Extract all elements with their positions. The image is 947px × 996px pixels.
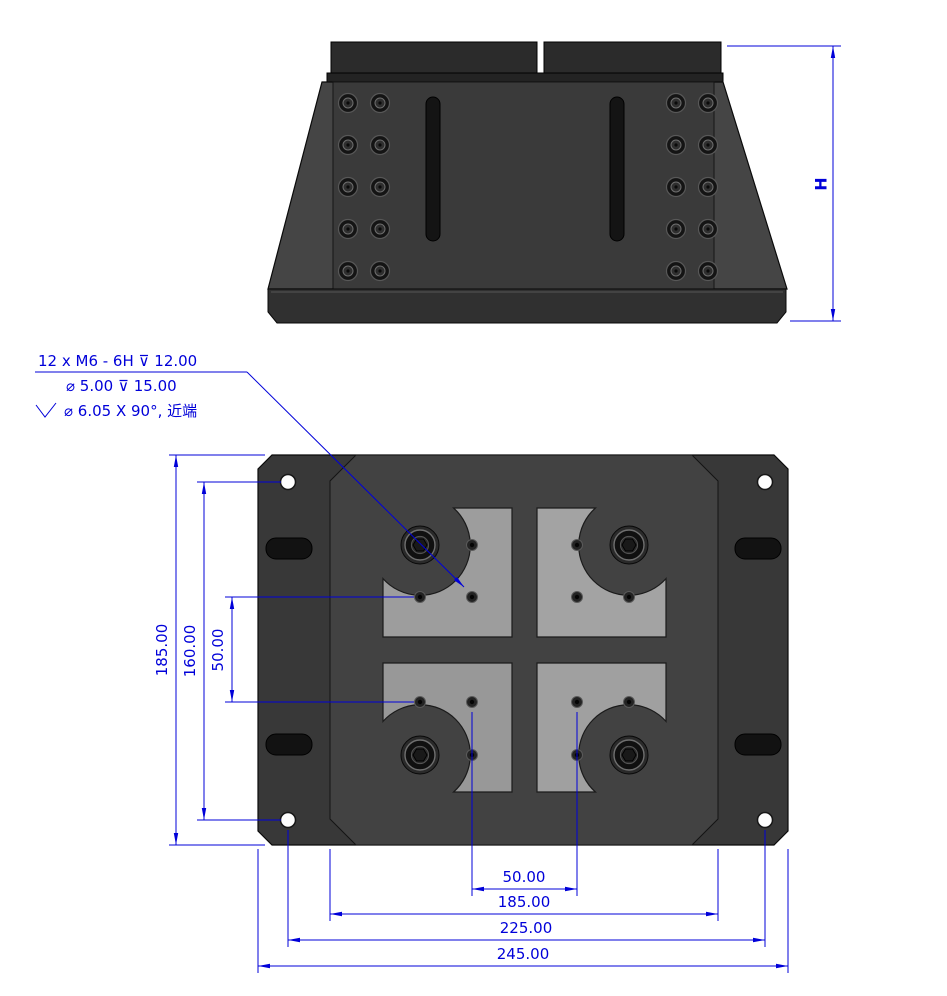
socket-screw — [697, 218, 719, 240]
socket-screw — [665, 134, 687, 156]
callout-line-2: ⌀ 5.00 ⊽ 15.00 — [66, 377, 177, 395]
socket-screw — [369, 218, 391, 240]
top-plate-left — [330, 41, 538, 74]
callout-line-3: ⌀ 6.05 X 90°, 近端 — [64, 402, 197, 420]
horizontal-dimension-185: 185.00 — [329, 849, 719, 921]
socket-screw — [665, 176, 687, 198]
socket-screw — [337, 176, 359, 198]
front-view — [267, 41, 788, 324]
threaded-hole — [466, 591, 478, 603]
threaded-hole — [466, 696, 478, 708]
socket-screw — [369, 92, 391, 114]
clamp-plate-bottom-right — [536, 662, 667, 793]
cap-screw — [609, 735, 649, 775]
dim-label-h-body-width: 185.00 — [498, 893, 551, 911]
side-slot — [734, 733, 782, 756]
cap-screw — [609, 525, 649, 565]
threaded-hole — [623, 696, 635, 708]
mounting-hole — [279, 811, 297, 829]
callout-line-1: 12 x M6 - 6H ⊽ 12.00 — [38, 352, 197, 370]
cap-screw — [400, 735, 440, 775]
horizontal-dimension-225: 225.00 — [287, 830, 766, 947]
horizontal-dimension-50: 50.00 — [471, 712, 578, 896]
base-plate — [267, 288, 787, 324]
clamp-plate-bottom-left — [382, 662, 513, 793]
socket-screw — [337, 218, 359, 240]
dim-label-v-overall: 185.00 — [153, 624, 171, 677]
top-plate-right — [543, 41, 722, 74]
dim-label-height: H — [812, 177, 831, 190]
body-front-face — [332, 81, 715, 290]
socket-screw — [337, 134, 359, 156]
horizontal-dimension-245: 245.00 — [257, 849, 789, 973]
socket-screw — [665, 218, 687, 240]
dim-label-v-hole-pitch: 50.00 — [209, 629, 227, 672]
front-slot-left — [425, 96, 441, 242]
socket-screw — [337, 92, 359, 114]
socket-screw — [369, 134, 391, 156]
dim-label-h-overall: 245.00 — [497, 945, 550, 963]
height-dimension: H — [727, 45, 841, 322]
threaded-hole — [623, 591, 635, 603]
vertical-dimension-185: 185.00 — [153, 454, 265, 846]
front-slot-right — [609, 96, 625, 242]
mounting-hole — [756, 811, 774, 829]
socket-screw — [697, 176, 719, 198]
clamp-plate-top-right — [536, 507, 667, 638]
dim-label-v-hole-span: 160.00 — [181, 625, 199, 678]
cap-screw — [400, 525, 440, 565]
threaded-hole — [414, 696, 426, 708]
threaded-hole — [466, 539, 478, 551]
vertical-dimension-50: 50.00 — [209, 596, 414, 703]
threaded-hole — [571, 539, 583, 551]
socket-screw — [697, 92, 719, 114]
threaded-hole — [571, 696, 583, 708]
side-slot — [265, 537, 313, 560]
mounting-hole — [279, 473, 297, 491]
raised-body-outline — [329, 454, 719, 846]
callout-leader-line — [246, 371, 465, 588]
top-plate-lip — [326, 72, 724, 83]
socket-screw — [665, 260, 687, 282]
side-slot — [734, 537, 782, 560]
vertical-dimension-160: 160.00 — [181, 481, 281, 821]
countersink-icon — [35, 402, 57, 418]
socket-screw — [369, 260, 391, 282]
socket-screw — [697, 134, 719, 156]
clamp-plate-top-left — [382, 507, 513, 638]
socket-screw — [697, 260, 719, 282]
socket-screw — [337, 260, 359, 282]
threaded-hole — [571, 591, 583, 603]
dim-label-h-hole-pitch: 50.00 — [503, 868, 546, 886]
socket-screw — [665, 92, 687, 114]
mounting-hole — [756, 473, 774, 491]
threaded-hole — [414, 591, 426, 603]
socket-screw — [369, 176, 391, 198]
dim-label-h-hole-span: 225.00 — [500, 919, 553, 937]
side-slot — [265, 733, 313, 756]
hole-callout: 12 x M6 - 6H ⊽ 12.00 ⌀ 5.00 ⊽ 15.00 ⌀ 6.… — [35, 352, 465, 588]
plan-view — [257, 454, 789, 846]
